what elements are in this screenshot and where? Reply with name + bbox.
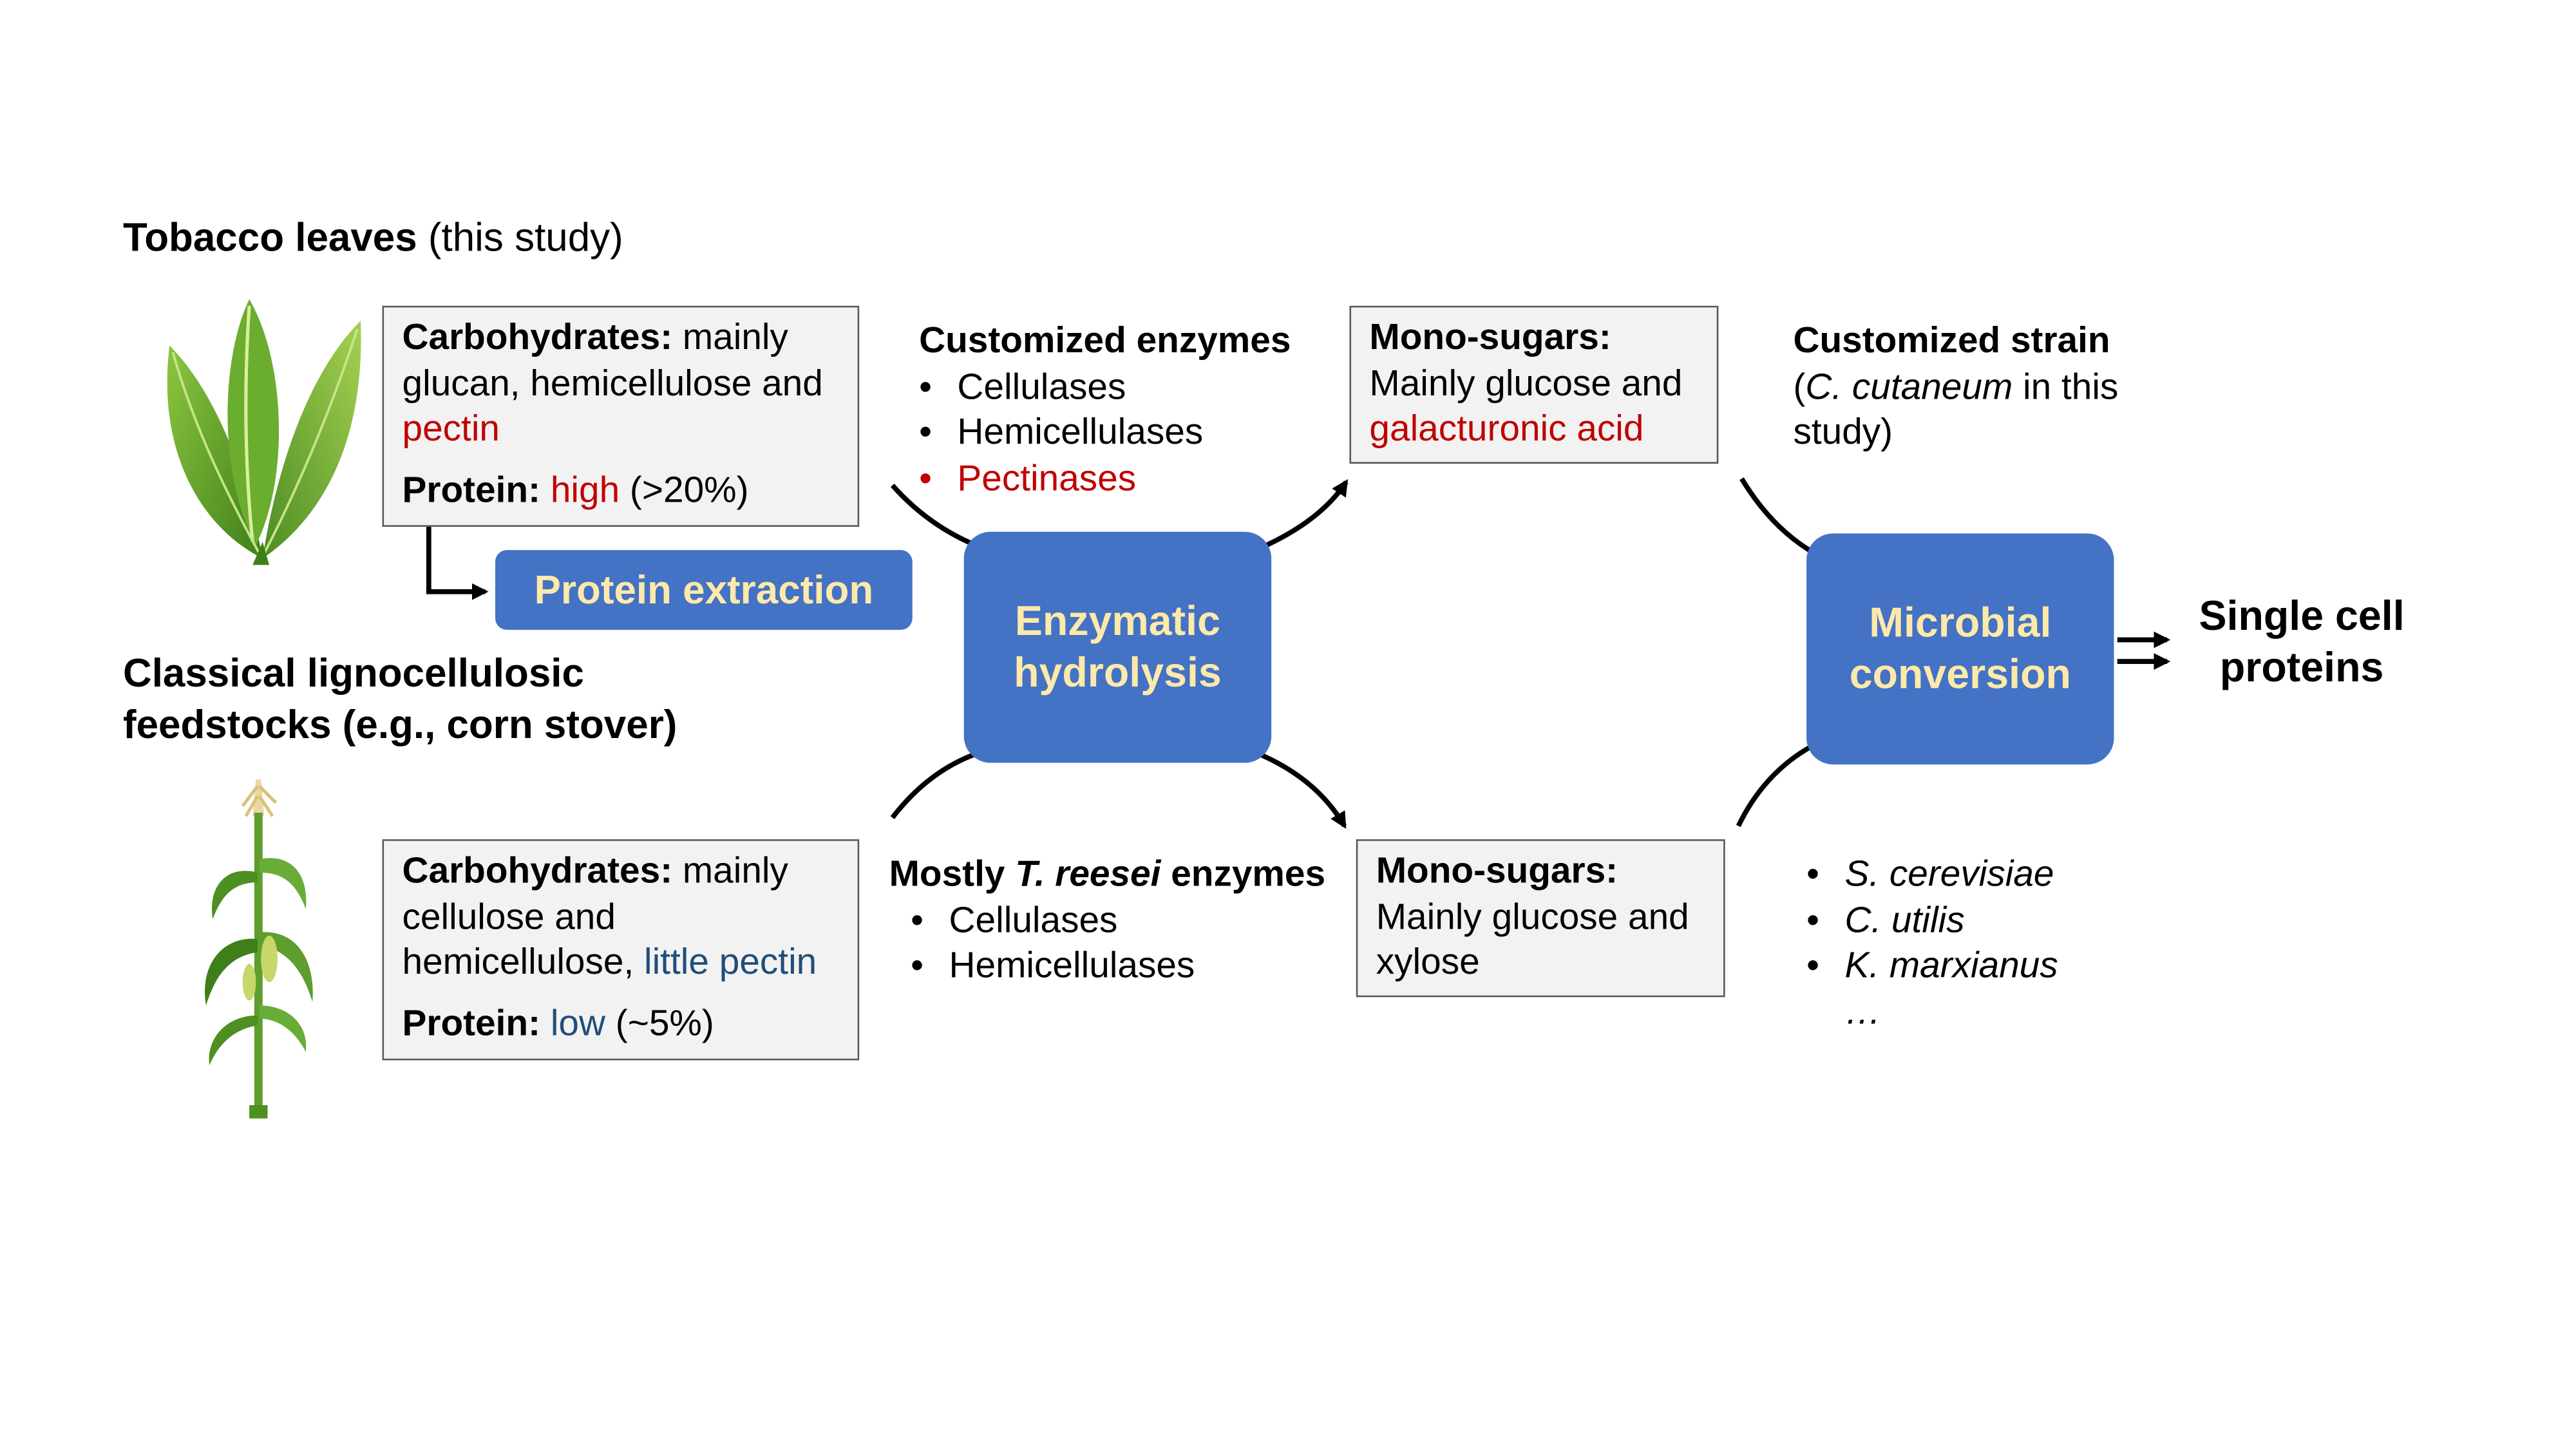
protein-extraction-arrow xyxy=(426,527,489,600)
enzymatic-hydrolysis-line2: hydrolysis xyxy=(1014,649,1222,696)
mostly-item-hemicellulases: •Hemicellulases xyxy=(911,943,1195,986)
hydrolysis-to-mono-bottom-arrow xyxy=(1255,750,1347,829)
mono-bottom-line2: Mainly glucose and xyxy=(1376,895,1689,937)
mono-top-to-microbial-curve xyxy=(1739,477,1816,556)
tobacco-carb-text2: glucan, hemicellulose and xyxy=(402,361,823,403)
corn-plant-icon xyxy=(205,779,313,1119)
strain-list-more: … xyxy=(1844,989,1882,1032)
corn-carb-text3: hemicellulose, xyxy=(402,940,645,983)
strain-list: •S. cerevisiae •C. utilis •K. marxianus … xyxy=(1806,851,2058,1034)
strain-item-k-marxianus: •K. marxianus xyxy=(1806,943,2058,986)
corn-carb-highlight: little pectin xyxy=(644,940,817,983)
enzymatic-hydrolysis-box: Enzymatic hydrolysis xyxy=(963,531,1272,763)
enzyme-item-hemicellulases: •Hemicellulases xyxy=(919,410,1204,452)
corn-carb-label: Carbohydrates: xyxy=(402,849,673,891)
customized-strain-block: Customized strain (C. cutaneum in this s… xyxy=(1793,317,2118,455)
mono-sugars-bottom-box: Mono-sugars: Mainly glucose and xylose xyxy=(1356,839,1725,998)
mono-sugars-top-box: Mono-sugars: Mainly glucose and galactur… xyxy=(1349,305,1719,464)
mono-bottom-label: Mono-sugars: xyxy=(1376,849,1618,891)
microbial-conversion-line2: conversion xyxy=(1849,650,2071,697)
tobacco-title-rest: (this study) xyxy=(417,216,623,261)
customized-strain-title: Customized strain xyxy=(1793,319,2110,361)
protein-extraction-box: Protein extraction xyxy=(495,550,913,630)
single-cell-proteins-label: Single cell proteins xyxy=(2177,592,2427,695)
tobacco-carb-highlight: pectin xyxy=(402,407,500,449)
mostly-item-cellulases: •Cellulases xyxy=(911,898,1118,940)
classical-title: Classical lignocellulosic feedstocks (e.… xyxy=(123,648,677,751)
mono-bottom-line3: xylose xyxy=(1376,940,1480,983)
tobacco-composition-box: Carbohydrates: mainly glucan, hemicellul… xyxy=(382,305,860,527)
tobacco-title-bold: Tobacco leaves xyxy=(122,216,417,261)
enzyme-item-pectinases: •Pectinases xyxy=(919,456,1137,498)
hydrolysis-to-mono-top-arrow xyxy=(1262,479,1349,549)
strain-item-c-utilis: •C. utilis xyxy=(1806,898,1965,940)
mono-top-line2: Mainly glucose and xyxy=(1369,361,1683,403)
mono-bottom-to-microbial-curve xyxy=(1736,742,1816,828)
corn-composition-box: Carbohydrates: mainly cellulose and hemi… xyxy=(382,839,860,1061)
single-cell-line2: proteins xyxy=(2219,645,2384,692)
corn-carb-text2: cellulose and xyxy=(402,895,616,937)
classical-title-line2: feedstocks (e.g., corn stover) xyxy=(122,703,677,748)
corn-protein-label: Protein: xyxy=(402,1001,541,1043)
strain-item-s-cerevisiae: •S. cerevisiae xyxy=(1806,852,2054,895)
tobacco-title: Tobacco leaves (this study) xyxy=(123,216,623,261)
tobacco-leaf-icon xyxy=(167,299,361,565)
classical-title-line1: Classical lignocellulosic xyxy=(122,651,584,697)
mostly-enzymes-title: Mostly T. reesei enzymes xyxy=(889,852,1326,895)
corn-carb-text1: mainly xyxy=(672,849,788,891)
mono-top-label: Mono-sugars: xyxy=(1369,316,1611,357)
enzymatic-hydrolysis-line1: Enzymatic xyxy=(1014,597,1221,644)
enzyme-item-cellulases: •Cellulases xyxy=(919,365,1126,406)
microbial-conversion-box: Microbial conversion xyxy=(1806,533,2114,765)
tobacco-protein-label: Protein: xyxy=(402,468,541,509)
corn-protein-rest: (~5%) xyxy=(605,1001,714,1043)
mono-top-highlight: galacturonic acid xyxy=(1369,407,1644,449)
microbial-conversion-line1: Microbial xyxy=(1869,599,2052,646)
tobacco-protein-rest: (>20%) xyxy=(620,468,749,509)
mostly-enzymes-block: Mostly T. reesei enzymes •Cellulases •He… xyxy=(889,851,1325,988)
corn-to-hydrolysis-curve xyxy=(890,748,985,820)
customized-enzymes-block: Customized enzymes •Cellulases •Hemicell… xyxy=(919,317,1291,500)
customized-strain-line2: (C. cutaneum in this xyxy=(1793,365,2119,406)
tobacco-protein-highlight: high xyxy=(550,468,620,509)
single-cell-line1: Single cell xyxy=(2199,593,2405,640)
tobacco-carb-label: Carbohydrates: xyxy=(402,316,673,357)
corn-protein-highlight: low xyxy=(550,1001,606,1043)
tobacco-carb-text1: mainly xyxy=(672,316,788,357)
customized-strain-line3: study) xyxy=(1793,410,1893,452)
customized-enzymes-title: Customized enzymes xyxy=(919,319,1291,361)
